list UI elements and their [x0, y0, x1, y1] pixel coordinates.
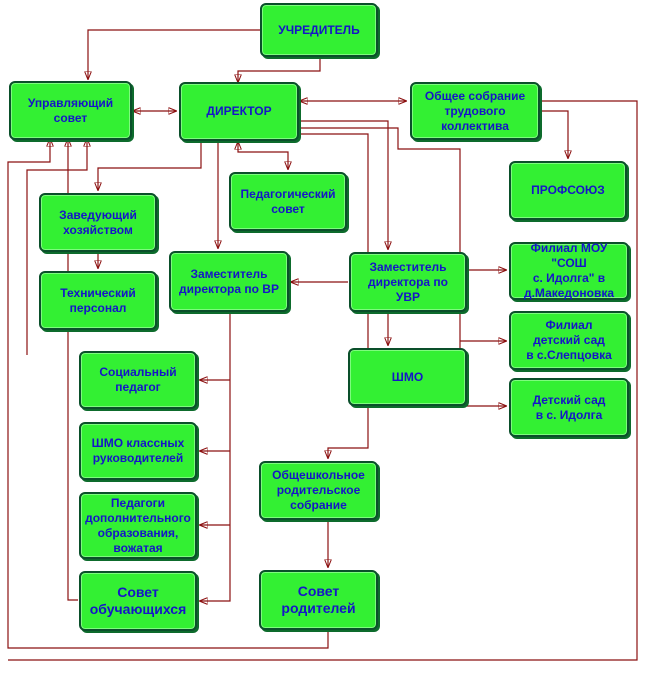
node-union: ПРОФСОЮЗ [509, 161, 627, 220]
node-student-council: Совет обучающихся [79, 571, 197, 631]
node-shmo: ШМО [348, 348, 467, 406]
node-supply-head: Заведующий хозяйством [39, 193, 157, 252]
node-class-teachers: ШМО классных руководителей [79, 422, 197, 480]
node-founder: УЧРЕДИТЕЛЬ [260, 3, 378, 57]
node-ped-council: Педагогический совет [229, 172, 347, 231]
node-extra-education: Педагоги дополнительного образования, во… [79, 492, 197, 559]
link-meeting-union [540, 110, 568, 158]
node-deputy-uvr: Заместитель директора по УВР [349, 252, 467, 312]
node-branch-makedonovka: Филиал МОУ "СОШ с. Идолга" в д.Македонов… [509, 241, 629, 300]
link-director-deputyuvr [300, 120, 388, 249]
link-director-branches [300, 127, 506, 406]
node-school-parent-meeting: Общешкольное родительское собрание [259, 461, 378, 520]
link-founder-board [88, 29, 260, 79]
link-loop-tech-board [26, 139, 87, 355]
node-board: Управляющий совет [9, 81, 132, 140]
node-branch-slepcovka: Филиал детский сад в с.Слепцовка [509, 311, 629, 370]
link-director-supply [98, 142, 202, 190]
node-deputy-vr: Заместитель директора по ВР [169, 251, 289, 312]
node-general-meeting: Общее собрание трудового коллектива [410, 82, 540, 140]
link-director-parentmeeting [300, 133, 369, 458]
link-loop-meeting-board [8, 100, 638, 661]
node-parent-council: Совет родителей [259, 570, 378, 630]
link-deputyvr-trunk [200, 313, 231, 601]
node-tech-staff: Технический персонал [39, 271, 157, 330]
node-social-pedagogue: Социальный педагог [79, 351, 197, 409]
link-loop-parents-board [7, 139, 329, 649]
link-founder-director [238, 57, 321, 82]
node-kindergarten: Детский сад в с. Идолга [509, 378, 629, 437]
link-director-pedcouncil [238, 142, 288, 169]
node-director: ДИРЕКТОР [179, 82, 299, 141]
